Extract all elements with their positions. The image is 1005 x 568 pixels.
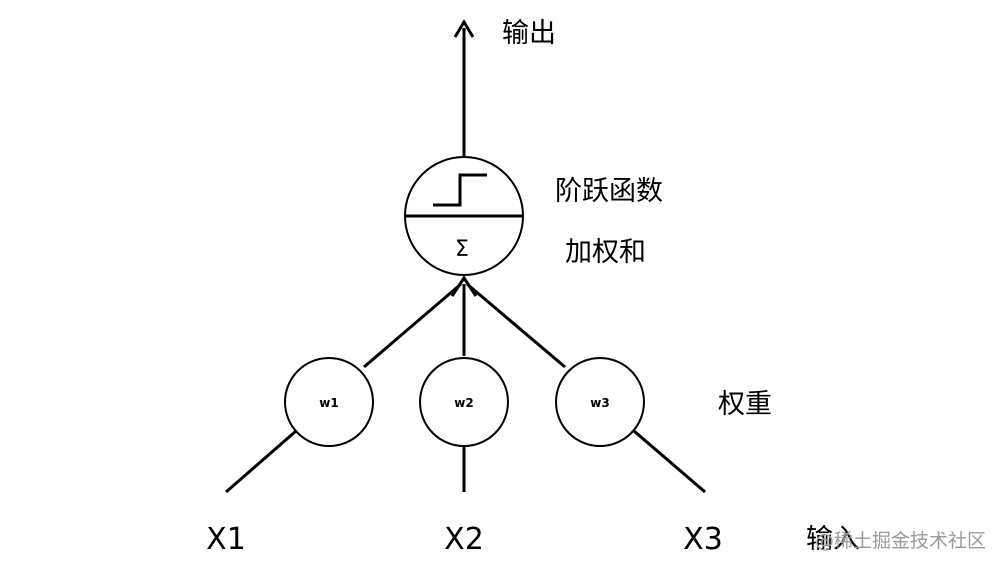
output-arrow (453, 19, 475, 158)
input-label-x1: X1 (206, 522, 246, 557)
weight-to-neuron-edges (363, 275, 566, 369)
edge-x3-w3 (633, 429, 706, 494)
input-label-x3: X3 (683, 522, 723, 557)
edge-w1-neuron (363, 282, 462, 369)
arrowhead-icon (450, 275, 478, 297)
weight-node-w3: w3 (555, 357, 645, 447)
edge-w3-neuron (466, 282, 566, 369)
step-function-icon (433, 173, 487, 207)
weight-node-w1: w1 (284, 357, 374, 447)
sigma-symbol: Σ (455, 237, 469, 262)
neuron-node: Σ (404, 156, 524, 276)
step-function-label: 阶跃函数 (555, 176, 663, 207)
weight-label: w1 (319, 396, 338, 410)
weight-label: w2 (454, 396, 473, 410)
input-label: 输入 (806, 524, 860, 555)
input-to-weight-edges (225, 429, 706, 494)
weighted-sum-label: 加权和 (565, 237, 646, 268)
weight-label: w3 (590, 396, 609, 410)
output-label: 输出 (502, 18, 556, 49)
weights-label: 权重 (718, 389, 772, 420)
edge-x1-w1 (225, 429, 297, 494)
watermark: @稀土掘金技术社区 (815, 530, 986, 552)
input-label-x2: X2 (444, 522, 484, 557)
weight-node-w2: w2 (419, 357, 509, 447)
